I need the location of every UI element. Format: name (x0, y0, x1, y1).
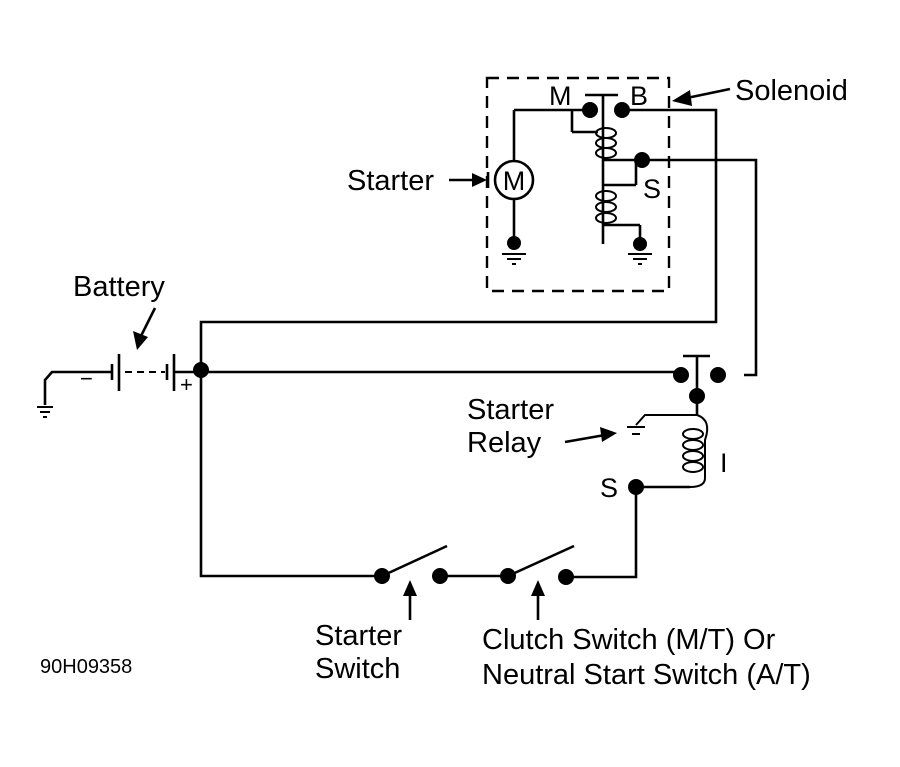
ground-icon (502, 253, 526, 265)
clutch-switch-label-line1: Clutch Switch (M/T) Or (482, 624, 776, 656)
starter-switch (374, 544, 508, 584)
starter-switch-label-line1: Starter (315, 620, 402, 652)
solenoid-label: Solenoid (735, 75, 848, 107)
starter-label: Starter (347, 165, 434, 197)
clutch-neutral-switch (500, 544, 575, 585)
arrow-icon (564, 427, 617, 444)
battery: − + (37, 354, 680, 418)
solenoid-m-terminal (582, 102, 598, 118)
clutch-switch-contact-right (558, 569, 574, 585)
ground-icon (37, 406, 53, 418)
battery-negative-label: − (80, 366, 93, 391)
hold-in-coil-icon (595, 190, 617, 224)
starter-relay-label-line2: Relay (467, 427, 542, 459)
solenoid-s-label: S (643, 174, 661, 204)
solenoid-ground-node (633, 237, 647, 251)
relay-i-label: I (720, 448, 728, 478)
arrow-icon (133, 307, 157, 350)
arrow-icon (449, 172, 490, 188)
pull-in-coil-icon (595, 127, 617, 159)
solenoid-b-label: B (630, 81, 648, 111)
motor-ground-node (507, 236, 521, 250)
ground-icon (628, 253, 652, 265)
solenoid-m-label: M (549, 81, 572, 111)
starter-switch-label-line2: Switch (315, 653, 400, 685)
arrow-icon (403, 580, 417, 620)
battery-label: Battery (73, 271, 165, 303)
starter-relay-label-line1: Starter (467, 394, 554, 426)
solenoid: M B S (549, 81, 661, 265)
relay-s-label: S (600, 473, 618, 503)
arrow-icon (531, 580, 545, 620)
starter-motor: M (493, 108, 590, 265)
switch-feed-wire (199, 370, 380, 578)
arrow-icon (672, 87, 731, 106)
relay-contact-left (673, 367, 689, 383)
figure-code: 90H09358 (40, 656, 132, 678)
solenoid-s-wire (642, 158, 758, 377)
relay-contact-right (710, 367, 726, 383)
ground-icon (627, 426, 645, 435)
battery-cable (199, 108, 718, 369)
motor-terminal-label: M (503, 166, 526, 196)
relay-coil-icon (682, 428, 704, 473)
battery-positive-label: + (180, 372, 193, 397)
starter-relay: S I (566, 354, 728, 579)
clutch-switch-label-line2: Neutral Start Switch (A/T) (482, 659, 811, 691)
